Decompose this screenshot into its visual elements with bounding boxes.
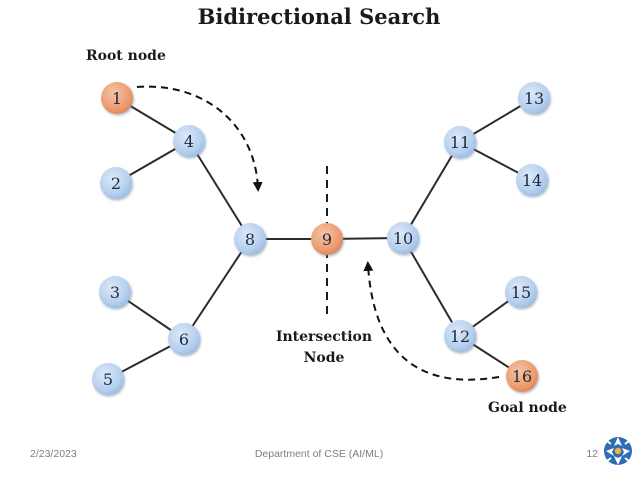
node-15: 15 (505, 276, 537, 308)
node-6: 6 (168, 323, 200, 355)
node-label: 13 (524, 89, 544, 108)
edge-4-8 (188, 140, 251, 240)
node-14: 14 (516, 164, 548, 196)
edge-10-12 (402, 237, 461, 337)
footer-department: Department of CSE (AI/ML) (254, 448, 384, 460)
goal-node-label: Goal node (488, 400, 567, 416)
node-circle (516, 164, 548, 196)
intersection-label-line2: Node (303, 350, 345, 366)
forward-search-arrow (136, 85, 263, 192)
footer-date: 2/23/2023 (30, 448, 77, 460)
node-circle (505, 276, 537, 308)
node-circle (311, 223, 343, 255)
node-label: 11 (450, 133, 470, 152)
edge-6-8 (183, 238, 251, 340)
node-label: 16 (512, 367, 532, 386)
node-1: 1 (101, 82, 133, 114)
node-label: 1 (112, 89, 122, 108)
node-16: 16 (506, 360, 538, 392)
node-circle (173, 125, 205, 157)
node-12: 12 (444, 320, 476, 352)
node-8: 8 (234, 223, 266, 255)
search-arrows (136, 85, 500, 381)
node-label: 3 (110, 283, 120, 302)
intersection-node-label: Intersection Node (272, 327, 376, 369)
node-circle (444, 126, 476, 158)
node-label: 2 (111, 174, 121, 193)
node-circle (518, 82, 550, 114)
node-circle (234, 223, 266, 255)
node-5: 5 (92, 363, 124, 395)
node-10: 10 (387, 222, 419, 254)
node-label: 12 (450, 327, 470, 346)
university-logo-icon (604, 437, 632, 465)
node-label: 5 (103, 370, 113, 389)
node-circle (168, 323, 200, 355)
node-11: 11 (444, 126, 476, 158)
node-13: 13 (518, 82, 550, 114)
intersection-label-line1: Intersection (275, 329, 373, 345)
backward-search-arrow (363, 261, 500, 381)
node-label: 15 (511, 283, 531, 302)
node-label: 6 (179, 330, 189, 349)
node-label: 8 (245, 230, 255, 249)
node-label: 4 (184, 132, 194, 151)
slide-title: Bidirectional Search (197, 4, 441, 29)
node-9: 9 (311, 223, 343, 255)
node-circle (99, 276, 131, 308)
node-4: 4 (173, 125, 205, 157)
node-circle (387, 222, 419, 254)
footer-page-number: 12 (586, 448, 598, 460)
root-node-label: Root node (86, 48, 166, 64)
node-circle (506, 360, 538, 392)
node-2: 2 (100, 167, 132, 199)
node-label: 9 (322, 230, 332, 249)
node-label: 10 (393, 229, 413, 248)
node-circle (444, 320, 476, 352)
node-label: 14 (522, 171, 542, 190)
node-circle (101, 82, 133, 114)
node-3: 3 (99, 276, 131, 308)
edge-10-11 (402, 141, 461, 239)
node-circle (92, 363, 124, 395)
node-circle (100, 167, 132, 199)
